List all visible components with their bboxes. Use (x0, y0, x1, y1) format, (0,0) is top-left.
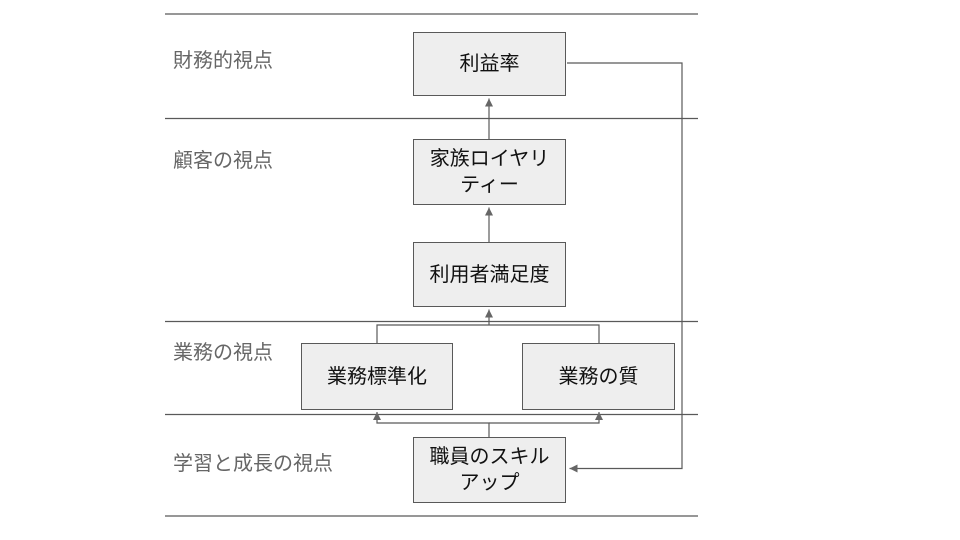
perspective-label-customer: 顧客の視点 (173, 150, 273, 172)
arrow-skill-to-quality (489, 412, 603, 424)
node-family-loyalty: 家族ロイヤリ ティー (413, 139, 566, 205)
node-work-standardization-label: 業務標準化 (327, 365, 427, 388)
bracket-business-to-satisfaction (376, 324, 600, 344)
node-work-quality-label: 業務の質 (558, 365, 639, 388)
node-work-standardization: 業務標準化 (301, 343, 453, 410)
perspective-label-business: 業務の視点 (173, 342, 273, 364)
perspective-label-learning-growth: 学習と成長の視点 (173, 453, 333, 475)
node-family-loyalty-label-line1: 家族ロイヤリ (429, 148, 550, 170)
perspective-label-financial: 財務的視点 (173, 50, 273, 72)
node-profit-rate-label: 利益率 (459, 53, 520, 75)
node-user-satisfaction-label: 利用者満足度 (429, 263, 550, 286)
node-user-satisfaction: 利用者満足度 (413, 242, 566, 307)
arrow-skill-to-standardization (373, 412, 490, 438)
node-family-loyalty-label-line2: ティー (460, 174, 519, 196)
node-staff-skill-up-label-line2: アップ (459, 472, 520, 494)
node-work-quality: 業務の質 (522, 343, 675, 410)
node-staff-skill-up-label-line1: 職員のスキル (429, 446, 550, 468)
node-profit-rate: 利益率 (413, 32, 566, 96)
node-staff-skill-up: 職員のスキル アップ (413, 437, 566, 503)
